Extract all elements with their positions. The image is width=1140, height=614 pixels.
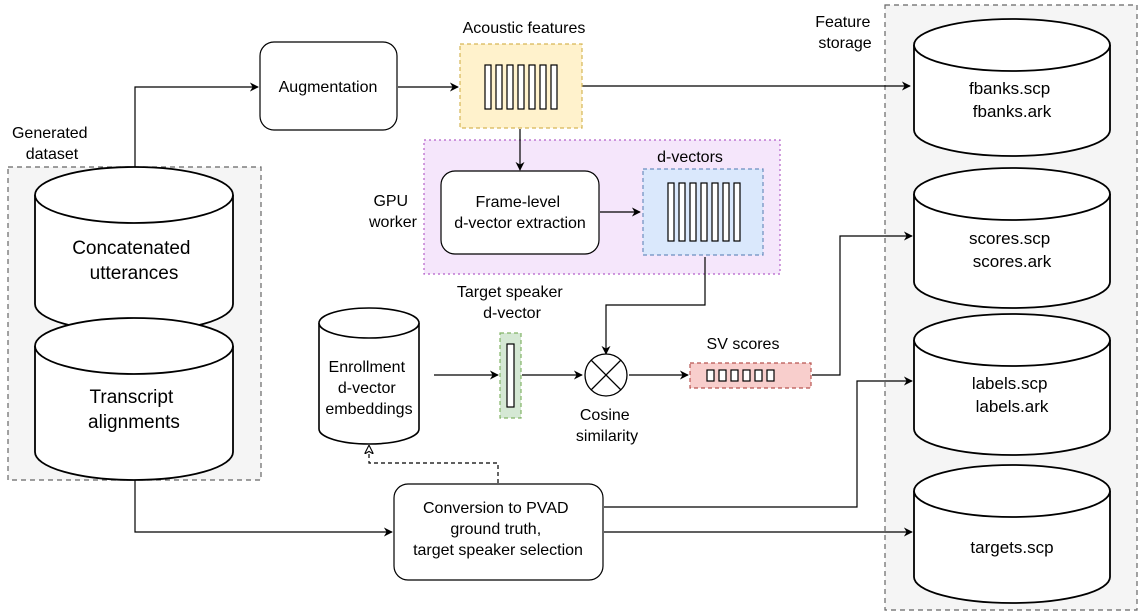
target-speaker-label: Target speaker d-vector xyxy=(457,284,567,322)
acoustic-frame xyxy=(517,64,525,110)
db-scores: scores.scp scores.ark xyxy=(913,167,1111,309)
concatenated-utterances-label: Concatenated utterances xyxy=(72,238,196,284)
d-vector-frame xyxy=(700,182,708,242)
cosine-similarity-label: Cosine similarity xyxy=(576,407,638,445)
conversion-box: Conversion to PVAD ground truth, target … xyxy=(393,483,604,581)
labels-label: labels.scp labels.ark xyxy=(972,374,1052,416)
sv-scores-block: SV scores xyxy=(689,336,812,389)
db-labels: labels.scp labels.ark xyxy=(913,313,1111,456)
conversion-label: Conversion to PVAD ground truth, target … xyxy=(413,500,583,559)
target-dvector-bar xyxy=(506,343,515,408)
sv-score-cell xyxy=(730,369,739,382)
cosine-similarity-operator: Cosine similarity xyxy=(576,353,638,445)
connectors xyxy=(134,81,913,537)
sv-score-cell xyxy=(706,369,715,382)
arrow-dataset-to-augmentation xyxy=(134,82,259,167)
sv-score-cells xyxy=(706,369,775,382)
augmentation-label: Augmentation xyxy=(279,79,378,96)
arrow-dataset-to-conversion xyxy=(134,480,393,537)
acoustic-frame xyxy=(539,64,547,110)
acoustic-features-block: Acoustic features xyxy=(459,20,586,129)
target-speaker-block: Target speaker d-vector xyxy=(457,284,567,419)
db-enrollment-embeddings: Enrollment d-vector embeddings xyxy=(318,307,420,445)
frame-level-label: Frame-level d-vector extraction xyxy=(454,194,586,232)
sv-score-cell xyxy=(742,369,751,382)
frame-level-extraction-box: Frame-level d-vector extraction xyxy=(440,170,600,255)
enrollment-label: Enrollment d-vector embeddings xyxy=(325,359,412,418)
d-vector-frame xyxy=(689,182,697,242)
sv-scores-label: SV scores xyxy=(707,336,780,353)
generated-dataset-label: Generated dataset xyxy=(12,125,92,163)
feature-storage-label: Feature storage xyxy=(815,14,875,52)
arrow-sv-to-scores xyxy=(812,231,913,376)
gpu-worker-label: GPU worker xyxy=(368,193,418,231)
d-vector-frame xyxy=(733,182,741,242)
acoustic-frame xyxy=(484,64,492,110)
db-transcript-alignments: Transcript alignments xyxy=(34,317,234,481)
db-concatenated-utterances: Concatenated utterances xyxy=(34,166,234,333)
db-targets: targets.scp xyxy=(913,464,1111,604)
d-vector-frame xyxy=(667,182,675,242)
transcript-alignments-label: Transcript alignments xyxy=(88,387,180,433)
sv-score-cell xyxy=(754,369,763,382)
acoustic-frame xyxy=(495,64,503,110)
d-vector-frame xyxy=(711,182,719,242)
d-vector-frames xyxy=(667,182,741,242)
d-vector-frame xyxy=(678,182,686,242)
arrow-conversion-to-enrollment xyxy=(369,446,499,483)
acoustic-frame xyxy=(528,64,536,110)
arrow-dvectors-to-cosine xyxy=(601,257,706,355)
augmentation-box: Augmentation xyxy=(259,41,398,131)
acoustic-feature-frames xyxy=(484,64,558,110)
sv-score-cell xyxy=(718,369,727,382)
scores-label: scores.scp scores.ark xyxy=(969,229,1055,271)
targets-label: targets.scp xyxy=(970,538,1053,557)
arrow-conversion-to-labels xyxy=(604,376,913,508)
db-fbanks: fbanks.scp fbanks.ark xyxy=(913,18,1111,157)
acoustic-features-label: Acoustic features xyxy=(463,20,586,37)
acoustic-frame xyxy=(506,64,514,110)
d-vectors-label: d-vectors xyxy=(657,149,723,166)
d-vectors-block: d-vectors xyxy=(642,149,764,256)
d-vector-frame xyxy=(722,182,730,242)
sv-score-cell xyxy=(766,369,775,382)
acoustic-frame xyxy=(550,64,558,110)
fbanks-label: fbanks.scp fbanks.ark xyxy=(969,79,1055,121)
